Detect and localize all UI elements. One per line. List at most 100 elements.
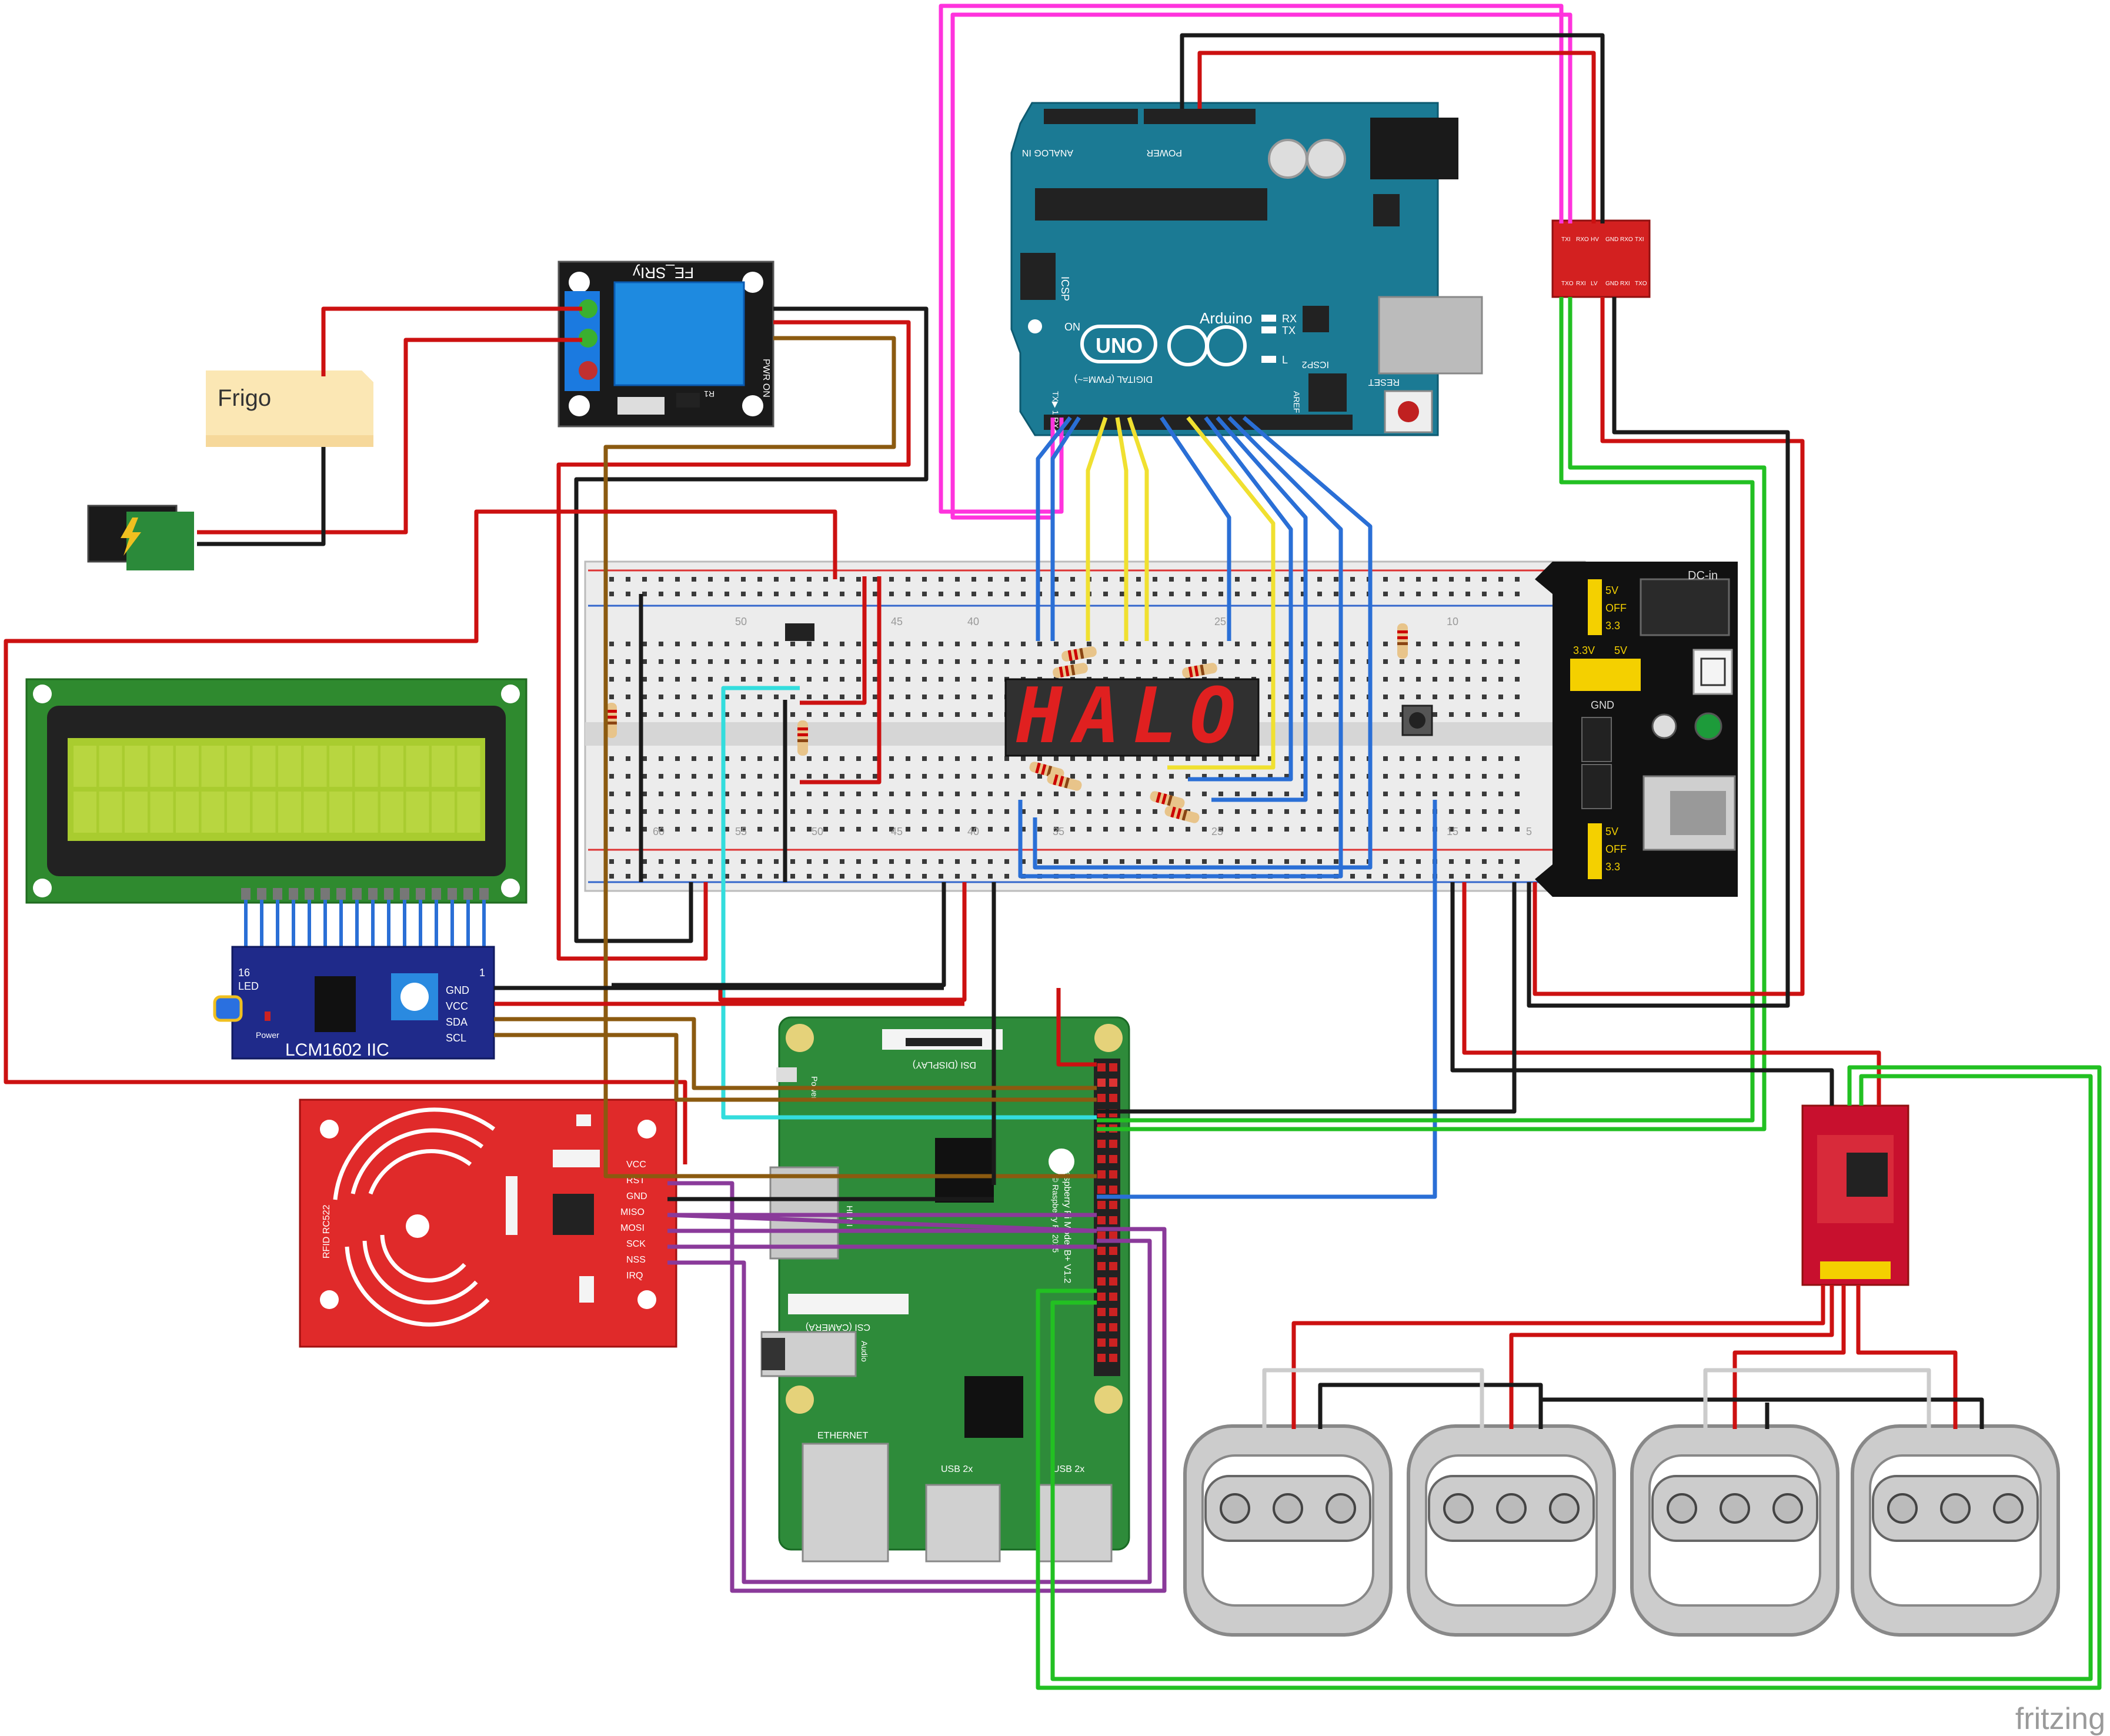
bb-col-label: 5 xyxy=(1526,826,1532,837)
gpio-pin xyxy=(1109,1216,1117,1224)
bb-hole xyxy=(1317,695,1322,699)
bb-hole xyxy=(1465,577,1470,582)
wire-red xyxy=(1197,51,1596,223)
bb-hole xyxy=(609,859,614,864)
bb-hole xyxy=(642,695,647,699)
bb-hole xyxy=(1087,792,1091,796)
lcd-pin xyxy=(479,888,489,900)
bb-hole xyxy=(790,774,795,779)
bb-hole xyxy=(889,677,894,682)
dc-jack-left xyxy=(87,505,194,570)
bb-hole xyxy=(642,774,647,779)
bb-hole xyxy=(1301,659,1306,664)
bb-hole xyxy=(1235,774,1240,779)
bb-hole xyxy=(1202,774,1207,779)
bb-col-label: 25 xyxy=(1214,616,1226,627)
bb-hole xyxy=(873,577,877,582)
bb-hole xyxy=(790,827,795,832)
wire-black xyxy=(197,447,326,546)
bb-hole xyxy=(955,859,960,864)
rfid-pin-nss: NSS xyxy=(626,1255,646,1265)
bb-hole xyxy=(1449,859,1454,864)
lcd-pin xyxy=(400,888,409,900)
lcd-cell xyxy=(432,792,455,833)
wire-white xyxy=(1703,1368,1931,1429)
bb-hole xyxy=(1037,756,1042,761)
bb-hole xyxy=(1433,577,1437,582)
bb-hole xyxy=(971,756,976,761)
bb-hole xyxy=(873,809,877,814)
bb-hole xyxy=(1317,712,1322,717)
bb-hole xyxy=(790,577,795,582)
usb-port-1[interactable] xyxy=(925,1484,1001,1563)
dc-jack[interactable] xyxy=(1640,578,1730,636)
bb-hole xyxy=(725,642,729,646)
ethernet-port[interactable] xyxy=(802,1443,889,1563)
bb-hole xyxy=(692,774,696,779)
bb-hole xyxy=(1449,577,1454,582)
bb-hole xyxy=(741,592,746,596)
resistor xyxy=(606,703,617,738)
bb-hole xyxy=(823,774,828,779)
bb-hole xyxy=(1498,659,1503,664)
bb-hole xyxy=(889,756,894,761)
bb-hole xyxy=(1350,642,1355,646)
resistor xyxy=(797,720,808,756)
bb-hole xyxy=(692,756,696,761)
raspberry-pi: DSI (DISPLAY) Power HDMI CSI (CAMERA) Au… xyxy=(760,1016,1130,1563)
rfid-pin-sck: SCK xyxy=(626,1239,646,1249)
bb-hole xyxy=(823,874,828,879)
bb-hole xyxy=(939,859,943,864)
reset-button[interactable] xyxy=(1384,390,1433,433)
bb-hole xyxy=(659,659,663,664)
lcd-cell xyxy=(278,792,301,833)
bb-hole xyxy=(906,642,910,646)
bb-hole xyxy=(1120,642,1124,646)
usb-b-port[interactable] xyxy=(1378,296,1483,375)
bb-hole xyxy=(774,642,779,646)
led-jumper[interactable] xyxy=(213,995,243,1022)
bb-hole xyxy=(741,774,746,779)
bb-hole xyxy=(971,874,976,879)
usb-port-2[interactable] xyxy=(1037,1484,1113,1563)
jumper-bottom[interactable] xyxy=(1588,823,1602,879)
bb-hole xyxy=(708,642,713,646)
power-switch[interactable] xyxy=(1692,649,1733,695)
gpio-pin xyxy=(1097,1186,1106,1194)
bb-hole xyxy=(1350,577,1355,582)
bb-hole xyxy=(1515,677,1520,682)
gpio-pin xyxy=(1097,1323,1106,1331)
wires xyxy=(4,4,2102,1690)
bb-hole xyxy=(659,577,663,582)
bb-hole xyxy=(1482,695,1487,699)
push-button[interactable] xyxy=(1401,705,1433,736)
gpio-pin xyxy=(1109,1079,1117,1087)
bb-hole xyxy=(955,592,960,596)
bb-hole xyxy=(1383,642,1388,646)
micro-usb-power[interactable] xyxy=(776,1067,797,1082)
bb-hole xyxy=(1400,577,1404,582)
barrel-jack[interactable] xyxy=(1370,118,1458,179)
bb-hole xyxy=(955,774,960,779)
bb-hole xyxy=(1416,677,1421,682)
bb-hole xyxy=(807,809,812,814)
gpio-pin xyxy=(1109,1293,1117,1301)
bb-hole xyxy=(1153,592,1157,596)
bb-hole xyxy=(626,642,630,646)
bb-hole xyxy=(906,659,910,664)
csi-connector xyxy=(788,1294,909,1314)
lcd-pin xyxy=(273,888,282,900)
lcd-cell xyxy=(406,792,429,833)
bb-hole xyxy=(988,659,993,664)
bb-hole xyxy=(807,774,812,779)
bb-hole xyxy=(725,577,729,582)
rfid-pin-miso: MISO xyxy=(620,1207,645,1217)
bb-hole xyxy=(955,695,960,699)
bb-hole xyxy=(1301,695,1306,699)
bb-hole xyxy=(1153,774,1157,779)
jumper-top[interactable] xyxy=(1588,579,1602,635)
bb-hole xyxy=(1251,827,1256,832)
bb-hole xyxy=(1268,712,1273,717)
bb-hole xyxy=(1103,774,1108,779)
bb-hole xyxy=(609,792,614,796)
